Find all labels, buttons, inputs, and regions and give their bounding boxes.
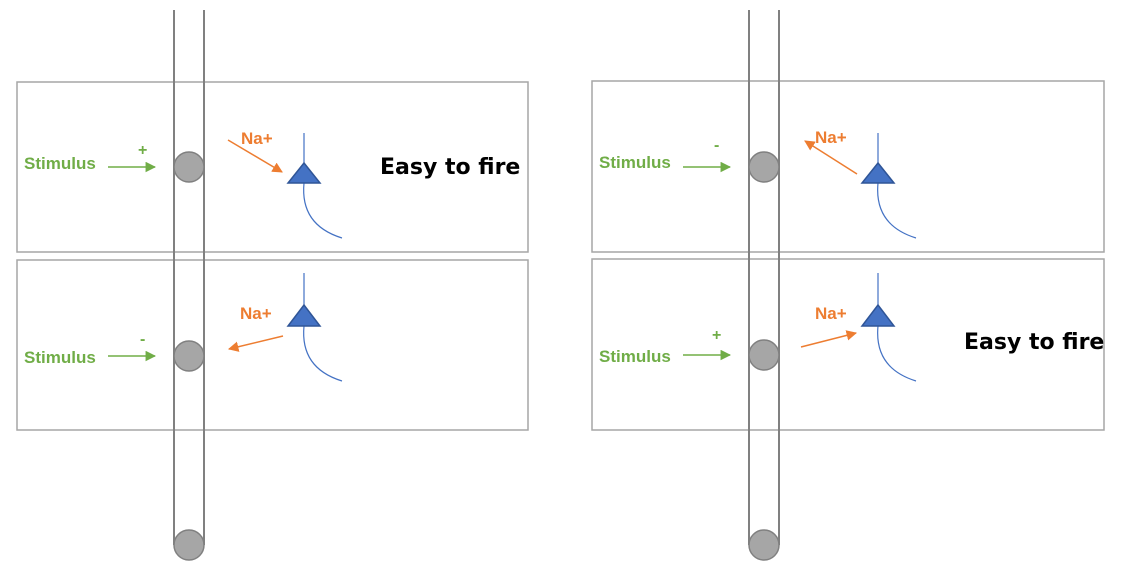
stimulus-label: Stimulus [599, 153, 671, 172]
sodium-arrow [227, 139, 283, 173]
panel-frame-left-bottom [16, 259, 529, 431]
stimulus-sign: + [712, 327, 721, 344]
axon-end-cap [173, 529, 205, 561]
neuron-icon [860, 133, 917, 239]
stimulus-sign: - [140, 331, 145, 348]
panel-frame-left-top [16, 81, 529, 253]
sodium-arrow [227, 335, 284, 352]
neuron-icon [286, 133, 343, 239]
right-diagram: Stimulus - Na+ Stimulus + Na+ [591, 10, 1105, 561]
result-label: Easy to fire [380, 155, 520, 180]
ranvier-node [173, 340, 205, 372]
sodium-label: Na+ [241, 129, 273, 148]
stimulus-label: Stimulus [599, 347, 671, 366]
stimulus-label: Stimulus [24, 154, 96, 173]
panel-frame-right-top [591, 80, 1105, 253]
ranvier-node [748, 151, 780, 183]
panel-right-top: Stimulus - Na+ [599, 128, 917, 239]
left-diagram: Stimulus + Na+ Easy to fire Stimulus - N… [16, 10, 529, 561]
stimulus-sign: + [138, 142, 147, 159]
panel-left-bottom: Stimulus - Na+ [24, 273, 343, 382]
panel-right-bottom: Stimulus + Na+ Easy to fire [599, 273, 1104, 382]
sodium-arrow [804, 140, 858, 175]
neuron-icon [286, 273, 343, 382]
panel-left-top: Stimulus + Na+ Easy to fire [24, 129, 520, 239]
sodium-arrow [800, 330, 858, 348]
result-label: Easy to fire [964, 330, 1104, 355]
ranvier-node [748, 339, 780, 371]
sodium-label: Na+ [240, 304, 272, 323]
panel-frame-right-bottom [591, 258, 1105, 431]
axon-end-cap [748, 529, 780, 561]
neuron-icon [860, 273, 917, 382]
stimulus-label: Stimulus [24, 348, 96, 367]
sodium-label: Na+ [815, 304, 847, 323]
ranvier-node [173, 151, 205, 183]
sodium-label: Na+ [815, 128, 847, 147]
stimulus-sign: - [714, 137, 719, 154]
